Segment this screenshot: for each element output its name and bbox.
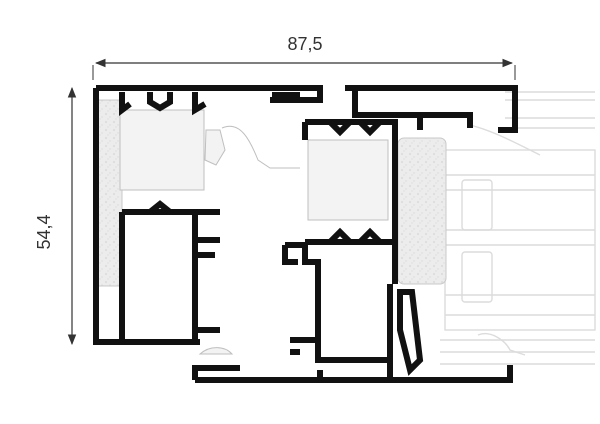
frame-bottom-left <box>93 290 200 345</box>
glazing-outline <box>440 91 596 365</box>
outer-frame-inner-leg <box>352 88 423 130</box>
bottom-rail-connectors <box>317 360 393 380</box>
outer-frame-top-right <box>345 85 518 133</box>
sash-top-right <box>305 119 398 284</box>
height-dimension-label: 54,4 <box>34 214 54 249</box>
height-dimension: 54,4 <box>34 86 77 346</box>
frame-top-ribs <box>119 92 207 116</box>
width-dimension-label: 87,5 <box>287 34 322 54</box>
frame-lower-box <box>119 209 198 342</box>
sash-top-ribs <box>327 119 383 137</box>
frame-mid-rib <box>148 200 172 215</box>
frame-thermal-break <box>119 109 205 191</box>
outer-frame-outline <box>505 91 595 129</box>
frame-top-wall <box>96 85 323 103</box>
bottom-gasket <box>198 347 234 355</box>
sash-bottom-fins <box>290 337 318 355</box>
thermal-break-strips <box>119 109 389 355</box>
insulation-blocks <box>95 99 447 287</box>
bottom-gasket-outline <box>477 333 526 356</box>
frame-insulation <box>95 99 123 287</box>
aluminium-profile <box>93 85 518 383</box>
central-gasket-flap <box>221 125 300 169</box>
spacer-bar-outline <box>461 179 493 231</box>
gasket-outline <box>469 124 541 156</box>
width-dimension: 87,5 <box>92 34 516 80</box>
spacer-bar-outline <box>461 251 493 303</box>
central-gasket <box>204 129 226 166</box>
sash-mid-ribs <box>327 227 383 245</box>
glazing-bead <box>397 289 424 376</box>
frame-side-fins <box>195 209 220 333</box>
glass-pane-outline <box>444 149 596 331</box>
bottom-rail <box>195 365 513 383</box>
sash-insulation <box>397 137 447 285</box>
sash-thermal-break <box>307 139 389 221</box>
outer-frame-lip <box>420 112 473 128</box>
bottom-rail-left <box>192 365 240 380</box>
sash-hook <box>282 245 298 265</box>
